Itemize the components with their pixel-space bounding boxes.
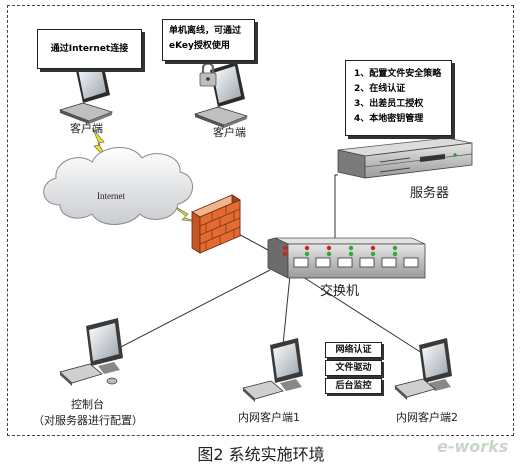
- label-console-sub: （对服务器进行配置）: [33, 414, 143, 427]
- label-console: 控制台: [71, 398, 104, 411]
- link-switch-intranet1: [282, 274, 291, 346]
- label-intranet-client2: 内网客户端2: [396, 411, 458, 424]
- server-function-item: 4、本地密钥管理: [354, 114, 424, 124]
- tag-background-monitor: 后台监控: [325, 378, 382, 394]
- link-firewall-switch: [234, 231, 269, 251]
- watermark-logo: e-works: [437, 437, 509, 456]
- label-switch: 交换机: [320, 284, 360, 299]
- switch-leds: [282, 245, 398, 257]
- note-ekey-client-text: 单机离线，可通过eKey授权使用: [169, 26, 242, 51]
- link-switch-console: [114, 269, 271, 351]
- server-function-list: 1、配置文件安全策略 2、在线认证 3、出差员工授权 4、本地密钥管理: [354, 67, 451, 127]
- link-switch-server: [334, 174, 338, 238]
- connection-lines: [114, 174, 426, 356]
- note-internet-client: 通过Internet连接: [37, 29, 142, 69]
- note-server-functions: 1、配置文件安全策略 2、在线认证 3、出差员工授权 4、本地密钥管理: [345, 60, 452, 136]
- server-function-item: 3、出差员工授权: [354, 99, 424, 109]
- desktop-icon-console: [59, 318, 123, 386]
- link-switch-intranet2: [299, 274, 426, 356]
- note-internet-client-text: 通过Internet连接: [50, 44, 129, 54]
- lock-icon: [199, 62, 217, 87]
- figure-caption: 图2 系统实施环境: [197, 445, 325, 464]
- laptop-icon-client2: [193, 62, 249, 128]
- label-client2: 客户端: [213, 126, 246, 139]
- label-server: 服务器: [410, 186, 450, 201]
- label-intranet-client1: 内网客户端1: [238, 411, 300, 424]
- tag-file-driver: 文件驱动: [325, 360, 382, 376]
- label-client1: 客户端: [70, 122, 103, 135]
- switch-icon: [267, 237, 426, 279]
- server-function-item: 1、配置文件安全策略: [354, 69, 442, 79]
- tag-network-auth: 网络认证: [325, 342, 382, 358]
- note-ekey-client: 单机离线，可通过eKey授权使用: [162, 19, 255, 61]
- label-internet: Internet: [97, 191, 125, 201]
- diagram-frame: [7, 5, 514, 436]
- server-function-item: 2、在线认证: [354, 84, 406, 94]
- server-icon: [337, 137, 473, 179]
- laptop-icon-client1: [58, 58, 114, 124]
- desktop-icon-intranet1: [242, 338, 303, 402]
- internet-cloud-icon: [43, 146, 193, 225]
- switch-ports: [293, 257, 419, 268]
- desktop-icon-intranet2: [394, 338, 452, 400]
- firewall-icon: [191, 194, 241, 254]
